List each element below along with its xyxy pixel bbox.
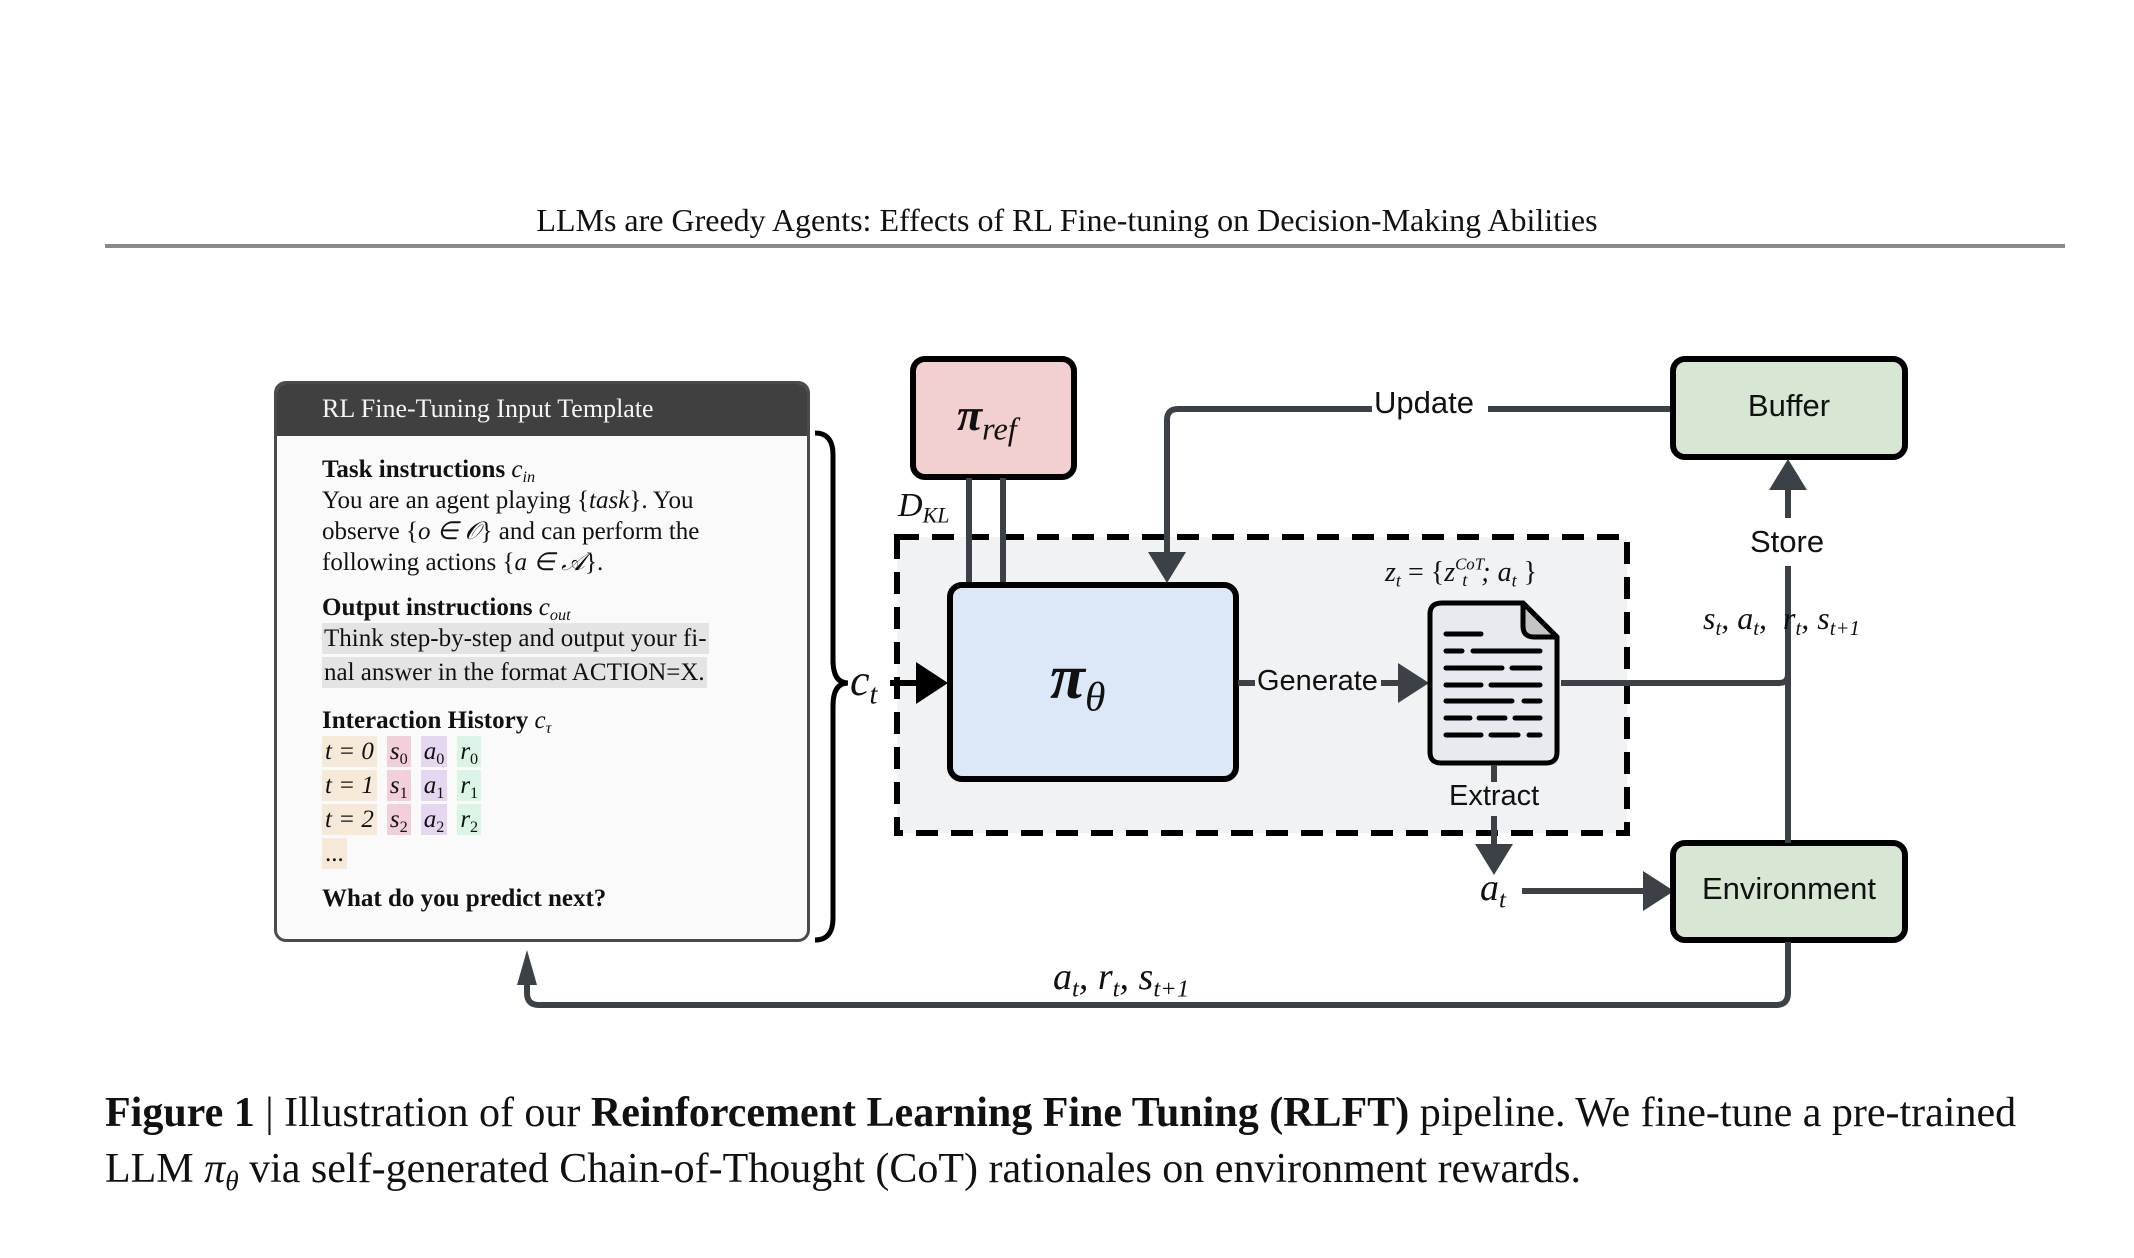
prediction-prompt: What do you predict next?	[322, 885, 607, 912]
policy-box	[947, 582, 1239, 782]
policy-label: πθ	[1050, 641, 1106, 720]
history-state: s2	[386, 804, 411, 835]
history-timestep: t = 2	[322, 804, 377, 835]
buffer-label: Buffer	[1747, 388, 1831, 423]
output-symbol-sub: out	[549, 605, 571, 624]
feedback-line	[524, 942, 1791, 1008]
task-instructions-section: Task instructions cin You are an agent p…	[322, 454, 777, 578]
generate-arrowhead	[1398, 663, 1429, 703]
history-row: t = 2 s2 a2 r2	[322, 804, 777, 835]
extract-label: Extract	[1449, 780, 1540, 812]
history-state: s1	[386, 770, 411, 801]
dkl-label: DKL	[898, 487, 950, 528]
output-instructions-section: Output instructions cout Think step-by-s…	[322, 592, 777, 691]
store-tuple-label: st, at, rt, st+1	[1703, 600, 1860, 641]
context-label: ct	[850, 656, 878, 711]
feedback-tuple-label: at, rt, st+1	[1053, 956, 1190, 1003]
interaction-history-section: Interaction History cτ t = 0 s0 a0 r0 t = 1 s…	[322, 705, 777, 869]
action-label: at	[1480, 867, 1506, 914]
history-timestep: t = 1	[322, 770, 377, 801]
history-reward: r2	[457, 804, 482, 835]
update-label: Update	[1374, 385, 1474, 420]
context-arrowhead	[916, 662, 948, 704]
running-head: LLMs are Greedy Agents: Effects of RL Fi…	[536, 202, 1598, 238]
update-line	[1164, 406, 1672, 560]
figure-caption: Figure 1 | Illustration of our Reinforce…	[105, 1090, 2017, 1197]
output-instructions-line-1: Think step-by-step and output your fi-	[322, 623, 709, 654]
store-arrowhead	[1769, 459, 1807, 490]
document-icon	[1427, 600, 1560, 766]
history-row: t = 1 s1 a1 r1	[322, 770, 777, 801]
header-rule	[105, 244, 2065, 248]
history-timestep: t = 0	[322, 736, 377, 767]
history-ellipsis: ...	[322, 838, 347, 869]
caption-bold-term: Reinforcement Learning Fine Tuning (RLFT…	[590, 1090, 1410, 1136]
store-label: Store	[1750, 524, 1825, 559]
template-header: RL Fine-Tuning Input Template	[277, 384, 807, 436]
output-symbol: c	[538, 594, 550, 621]
history-symbol: c	[534, 707, 546, 734]
generate-label: Generate	[1257, 665, 1378, 697]
update-arrowhead	[1148, 552, 1186, 583]
pi-ref-label: πref	[957, 389, 1017, 447]
task-instructions-text: You are an agent playing {task}. You obs…	[322, 487, 700, 576]
history-symbol-sub: τ	[545, 718, 552, 737]
task-instructions-title: Task instructions	[322, 456, 506, 483]
buffer-box	[1670, 356, 1908, 460]
figure-label: Figure 1	[105, 1090, 255, 1136]
action-arrowhead	[1643, 871, 1674, 911]
environment-label: Environment	[1701, 871, 1877, 906]
z-definition-label: zt = {zCoTt ; at }	[1385, 554, 1538, 591]
context-brace	[814, 430, 849, 943]
pi-ref-box	[910, 356, 1077, 480]
feedback-arrowhead	[517, 950, 537, 985]
history-row: t = 0 s0 a0 r0	[322, 736, 777, 767]
history-state: s0	[386, 736, 411, 767]
extract-arrowhead	[1475, 844, 1513, 875]
task-symbol-sub: in	[522, 467, 536, 486]
history-action: a1	[420, 770, 448, 801]
output-instructions-line-2: nal answer in the format ACTION=X.	[322, 657, 707, 688]
output-instructions-title: Output instructions	[322, 594, 533, 621]
history-action: a2	[420, 804, 448, 835]
history-reward: r0	[457, 736, 482, 767]
history-action: a0	[420, 736, 448, 767]
task-symbol: c	[511, 456, 523, 483]
history-reward: r1	[457, 770, 482, 801]
input-template-card: RL Fine-Tuning Input Template Task instr…	[274, 381, 810, 942]
interaction-history-title: Interaction History	[322, 707, 529, 734]
